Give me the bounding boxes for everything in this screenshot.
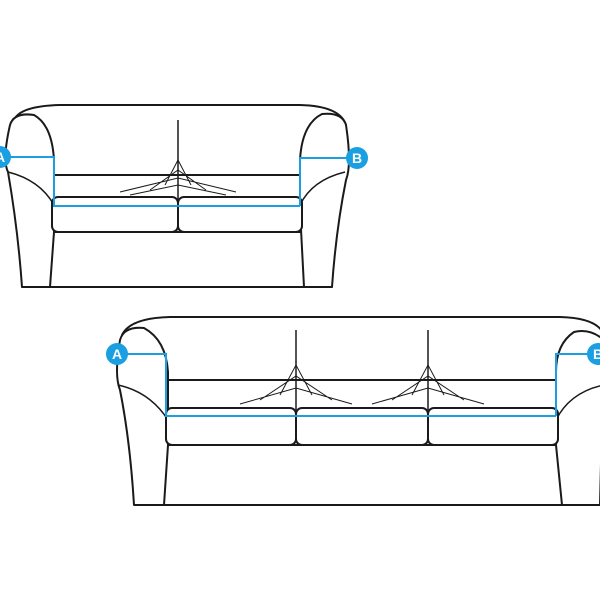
- label-a: A: [0, 149, 5, 165]
- loveseat-illustration: A B: [0, 104, 368, 288]
- loveseat-cushion-left: [51, 196, 179, 233]
- sofa-base: [157, 444, 566, 506]
- sofa-back: [121, 316, 600, 381]
- loveseat-left-arm: [4, 113, 55, 288]
- sofa-cushion-right: [427, 407, 559, 446]
- sofa-cushion-middle: [295, 407, 429, 446]
- label-b-badge: [346, 147, 368, 169]
- sofa-measure-a: [117, 353, 556, 417]
- loveseat-right-arm: [299, 112, 350, 288]
- label-b: B: [593, 346, 600, 362]
- loveseat-fabric-folds: [119, 158, 237, 196]
- loveseat-cushion-right: [177, 196, 303, 233]
- label-b: B: [352, 150, 362, 166]
- loveseat-measure-a: [0, 156, 300, 207]
- sofa-fabric-folds: [239, 363, 485, 405]
- loveseat-measure-b: [299, 157, 357, 206]
- sofa-cushion-left: [165, 407, 297, 446]
- label-a-badge: [0, 146, 11, 168]
- label-b-badge: [587, 343, 600, 365]
- label-a: A: [112, 346, 122, 362]
- sofa-illustration: A B: [106, 316, 600, 506]
- label-a-badge: [106, 343, 128, 365]
- sofa-measure-b: [555, 353, 595, 416]
- loveseat-base: [43, 231, 313, 288]
